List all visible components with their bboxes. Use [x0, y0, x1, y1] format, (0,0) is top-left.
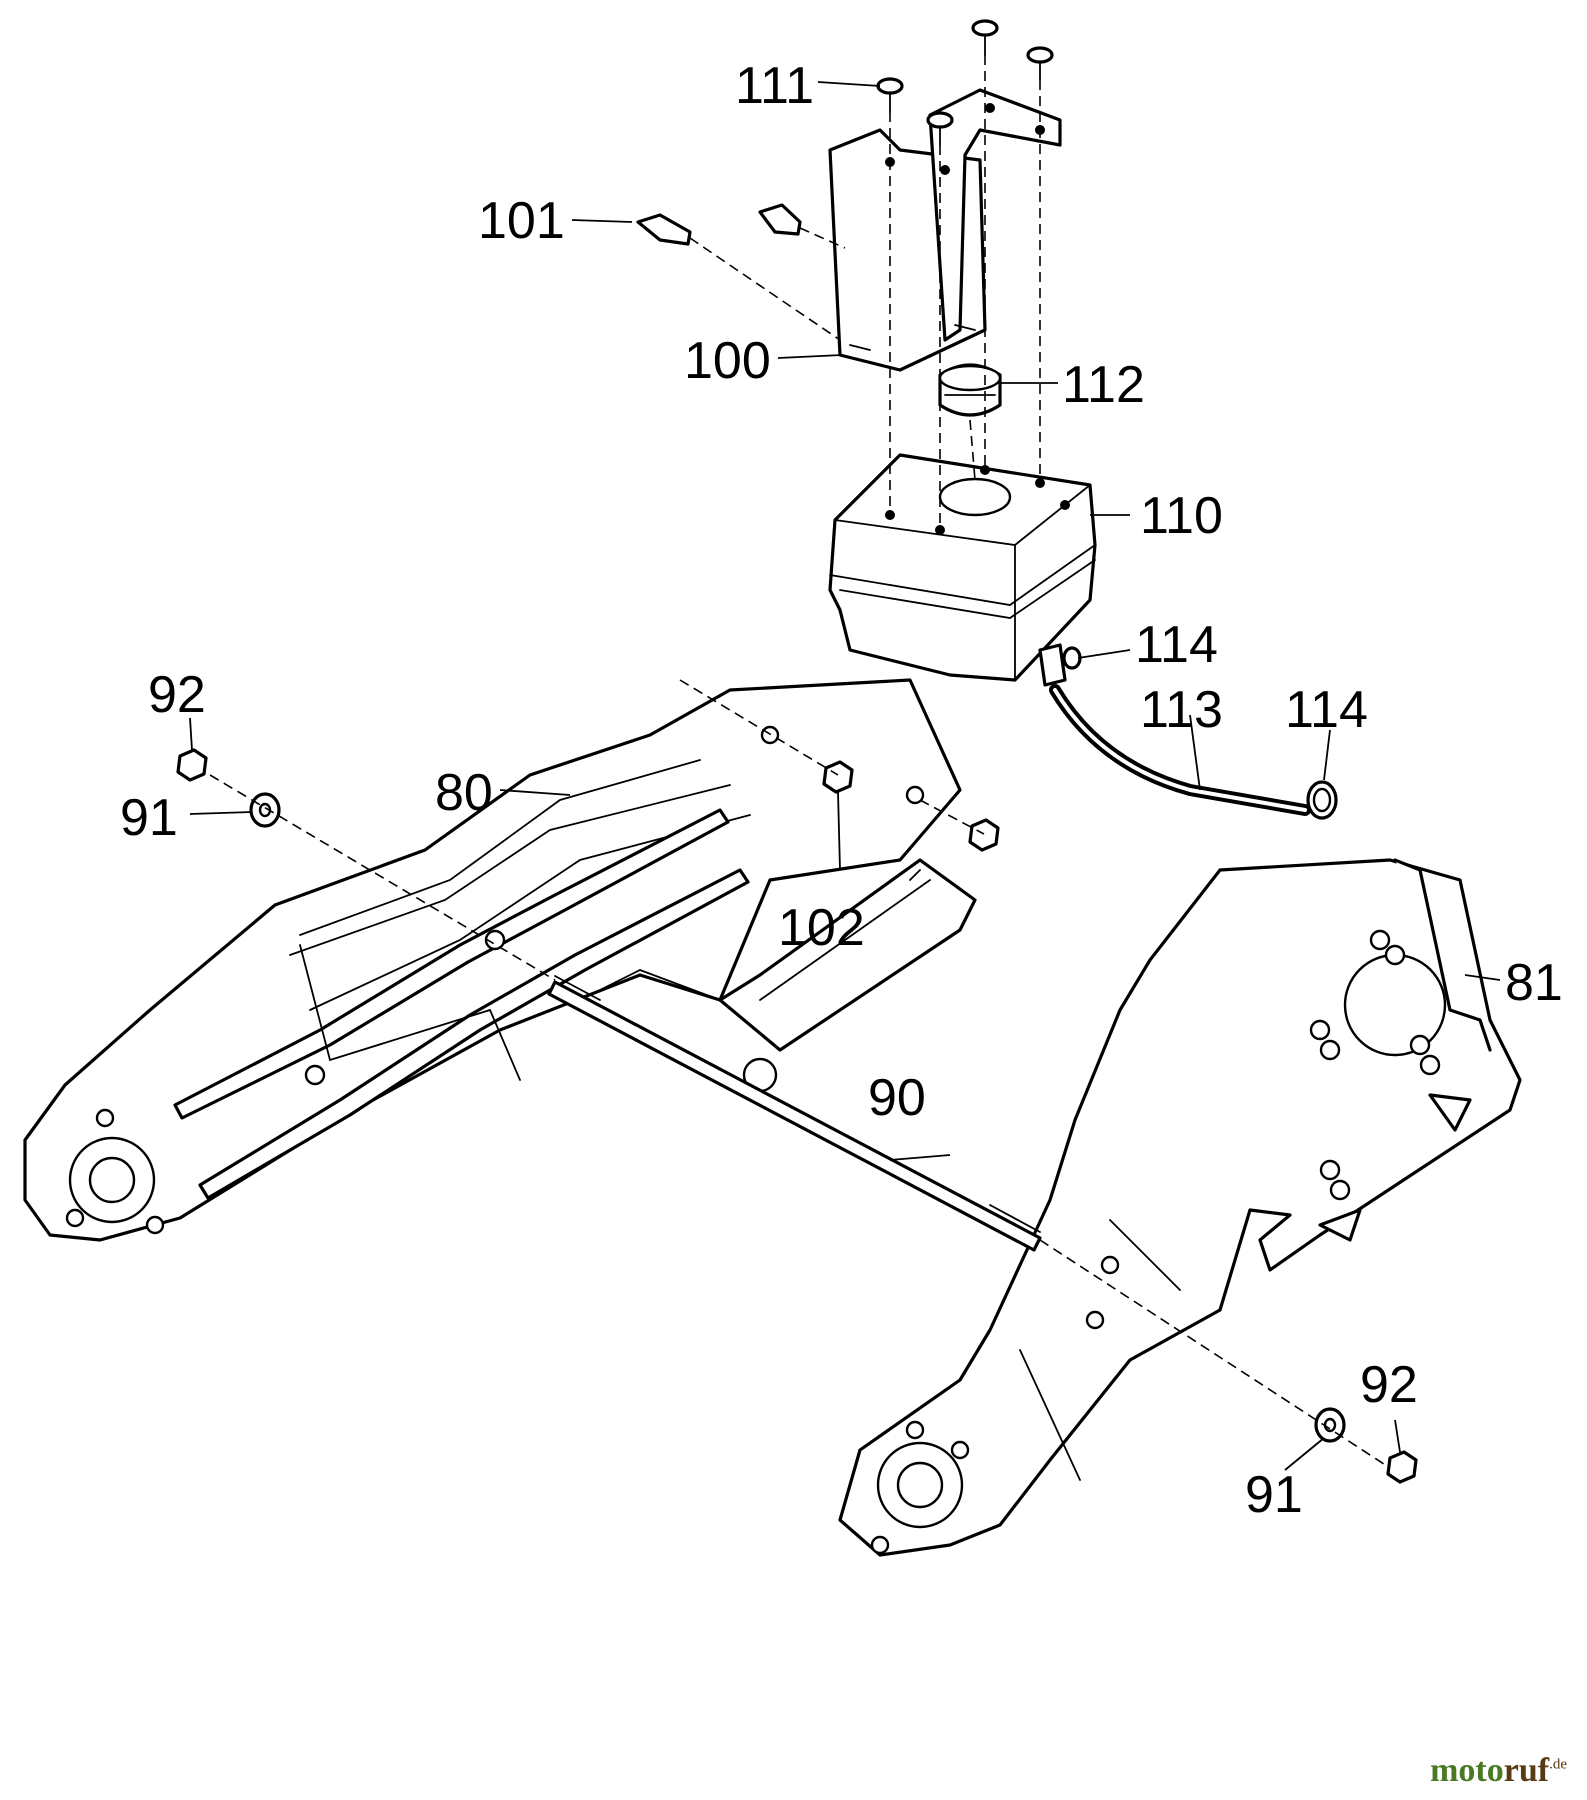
- watermark-part2: ruf: [1503, 1752, 1550, 1789]
- label-90: 90: [868, 1069, 926, 1127]
- axle-rod: [547, 975, 1042, 1252]
- callout-labels: 111 101 100 112 110 114 113 114 92 91 80…: [120, 57, 1563, 1524]
- tank-bracket: [828, 88, 1062, 372]
- label-112: 112: [1062, 356, 1145, 414]
- bolts: [636, 203, 802, 246]
- leader-lines: [189, 81, 1501, 1471]
- label-111: 111: [735, 57, 814, 115]
- motoruf-watermark: motoruf.de: [1430, 1752, 1567, 1790]
- right-side-plate: [838, 858, 1522, 1557]
- label-114-top: 114: [1135, 616, 1218, 674]
- watermark-part1: moto: [1430, 1752, 1504, 1789]
- label-100: 100: [684, 332, 771, 390]
- label-114-right: 114: [1285, 681, 1368, 739]
- filler-cap: [938, 363, 1002, 417]
- label-101: 101: [478, 192, 565, 250]
- watermark-part3: .de: [1549, 1756, 1567, 1773]
- label-80: 80: [435, 764, 493, 822]
- label-91-left: 91: [120, 789, 178, 847]
- left-side-plate: [23, 678, 977, 1242]
- label-110: 110: [1140, 487, 1223, 545]
- label-92-right: 92: [1360, 1356, 1418, 1414]
- label-81: 81: [1505, 954, 1563, 1012]
- fuel-line: [1038, 643, 1338, 820]
- label-91-right: 91: [1245, 1466, 1303, 1524]
- label-102: 102: [778, 899, 865, 957]
- label-92-left: 92: [148, 666, 206, 724]
- label-113: 113: [1140, 681, 1223, 739]
- assembly-lines: [209, 55, 1391, 1469]
